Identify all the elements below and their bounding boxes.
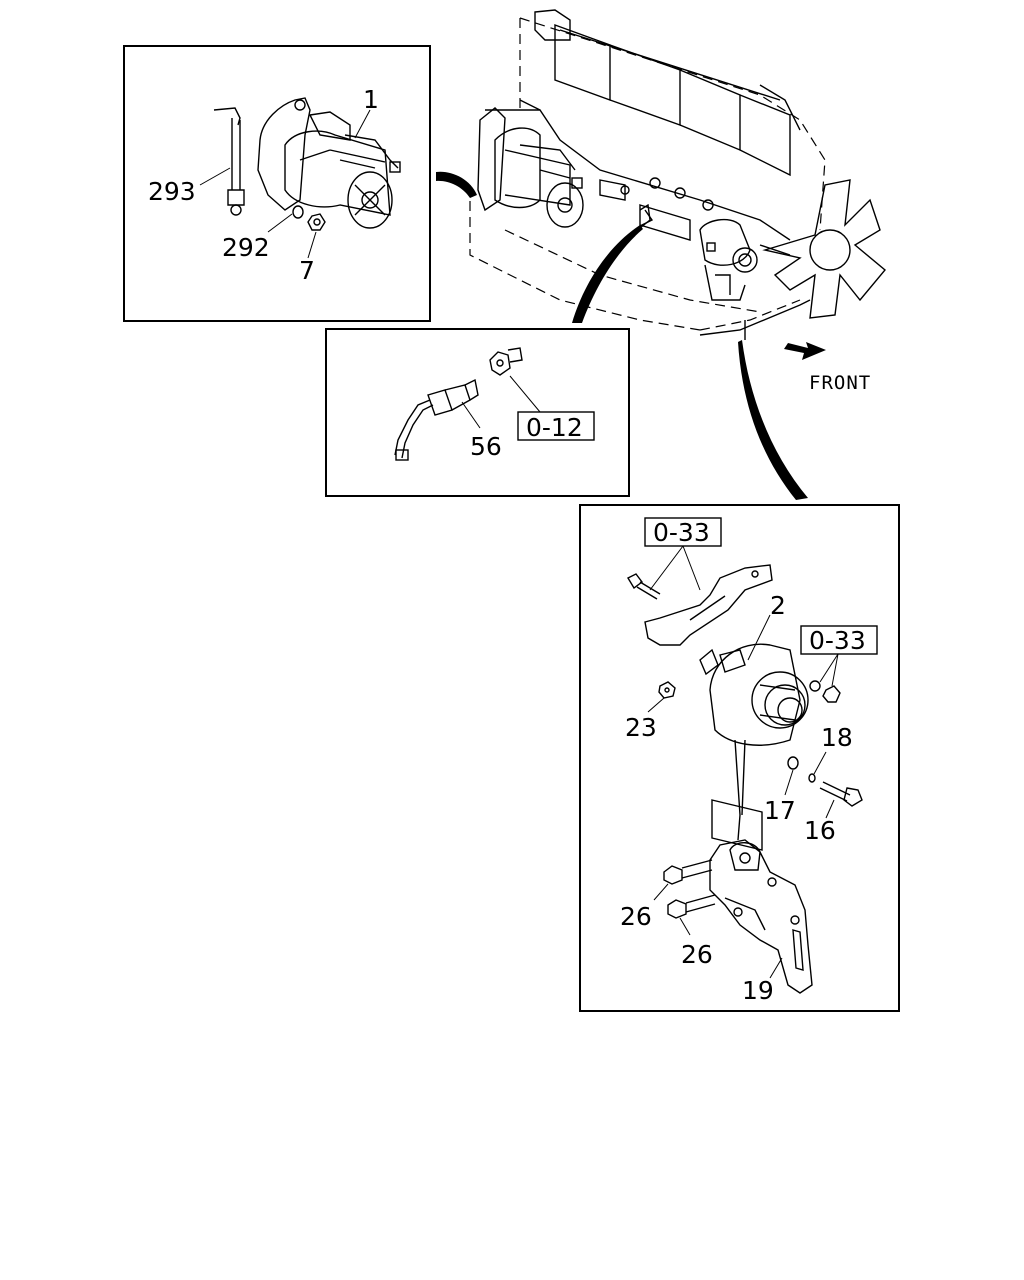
- ref-box-0-12: [517, 411, 595, 441]
- engine-alternator: [699, 218, 758, 301]
- callout-18: 18: [821, 723, 853, 752]
- callout-292: 292: [222, 233, 270, 262]
- callout-26-top: 26: [620, 902, 652, 931]
- ref-box-0-33-right: [800, 625, 878, 655]
- engine-illustration: FRONT: [469, 9, 886, 394]
- front-label: FRONT: [809, 372, 871, 394]
- front-arrow-icon: [784, 342, 826, 360]
- starter-detail-box: [123, 45, 431, 322]
- callout-26-bottom: 26: [681, 940, 713, 969]
- sensor-assembly: [394, 347, 595, 461]
- engine-starter: [477, 107, 584, 228]
- ref-0-12: 0-12: [526, 413, 583, 442]
- ref-0-33-top: 0-33: [653, 518, 710, 547]
- callout-293: 293: [148, 177, 196, 206]
- alternator-assembly: [627, 517, 878, 994]
- callout-19: 19: [742, 976, 774, 1005]
- cooling-fan: [759, 179, 886, 319]
- callout-2: 2: [770, 591, 786, 620]
- callout-16: 16: [804, 816, 836, 845]
- callout-56: 56: [470, 432, 502, 461]
- sensor-detail-box: [325, 328, 630, 497]
- starter-assembly: [199, 97, 401, 259]
- ref-0-33-right: 0-33: [809, 626, 866, 655]
- callout-leaders: [436, 171, 808, 500]
- callout-17: 17: [764, 796, 796, 825]
- alternator-detail-box: [579, 504, 900, 1012]
- callout-7: 7: [299, 256, 315, 285]
- callout-23: 23: [625, 713, 657, 742]
- callout-1: 1: [363, 85, 379, 114]
